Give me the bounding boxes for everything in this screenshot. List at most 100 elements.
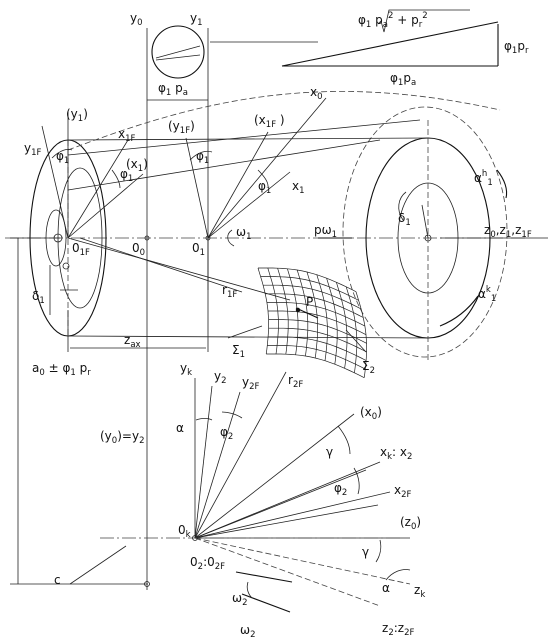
label-x1F: x1F​ bbox=[118, 127, 136, 144]
top-circle-line bbox=[155, 45, 201, 59]
label-y2: y2​ bbox=[214, 369, 227, 386]
surface-grid-line-v bbox=[265, 293, 364, 318]
label-phi1-a: φ1​ bbox=[56, 149, 69, 166]
label-c: c bbox=[54, 573, 61, 587]
label-y1-paren: (y1​) bbox=[66, 107, 88, 124]
vec-x1-right bbox=[207, 171, 291, 239]
left-dot2 bbox=[62, 262, 70, 270]
delta-arc bbox=[398, 191, 407, 221]
right-ellipse-outer bbox=[342, 106, 508, 358]
label-z0-paren: (z0​) bbox=[400, 515, 421, 532]
label-z2-z2F: z2​:z2F​ bbox=[382, 621, 414, 638]
rot-omega1 bbox=[227, 229, 235, 247]
surface-grid-line-u bbox=[336, 282, 348, 369]
surface-grid-line-u bbox=[257, 267, 269, 355]
label-gamma-bot: γ bbox=[362, 545, 369, 559]
arc-gamma-top bbox=[337, 425, 351, 455]
surface-grid-line-v bbox=[260, 276, 359, 301]
vec-x1F-left bbox=[67, 139, 129, 239]
label-p-omega1: pω1​ bbox=[314, 223, 337, 240]
cone-dash-curve bbox=[67, 91, 501, 151]
O1-dot bbox=[205, 235, 211, 241]
label-P: P bbox=[306, 295, 313, 309]
label-y2F: y2F​ bbox=[242, 375, 260, 392]
label-O1: 01​ bbox=[192, 241, 205, 258]
cone-mid-line bbox=[67, 139, 381, 191]
vec-y2 bbox=[194, 385, 213, 539]
sigma2-leader bbox=[345, 329, 367, 353]
arrow-c bbox=[69, 545, 127, 585]
label-alpha1h: αh​1​ bbox=[474, 169, 493, 188]
surface-grid-line-v bbox=[268, 327, 367, 353]
vec-x0-lower bbox=[194, 413, 355, 539]
surface-grid-line-v bbox=[268, 319, 367, 344]
vec-omega2 bbox=[235, 571, 293, 583]
label-r1F: r1F​ bbox=[222, 283, 237, 300]
vec-y1F bbox=[41, 125, 69, 239]
vec-r2F bbox=[194, 371, 287, 539]
label-alpha1k: αk​1​ bbox=[478, 285, 496, 304]
surface-grid-line-u bbox=[345, 286, 358, 373]
label-phi1-d: φ1​ bbox=[258, 179, 271, 196]
vec-x0 bbox=[207, 97, 327, 239]
surface-grid-line-v bbox=[258, 267, 357, 293]
vec-zk bbox=[194, 537, 411, 585]
label-gamma-top: γ bbox=[326, 445, 333, 459]
label-y1-top: y1​ bbox=[190, 11, 203, 28]
label-x0-paren: (x0​) bbox=[360, 405, 382, 422]
label-alpha-bot: α bbox=[382, 581, 390, 595]
label-y0-top: y0​ bbox=[130, 11, 143, 28]
label-r2F: r2F​ bbox=[288, 373, 303, 390]
sigma1-leader bbox=[227, 325, 263, 339]
top-circle-line2 bbox=[155, 54, 201, 61]
label-axis-z: z0​,z1​,z1F​ bbox=[484, 223, 532, 240]
arc-phi1-a bbox=[51, 148, 73, 159]
vec-fan-1 bbox=[194, 469, 367, 539]
label-Sigma1: Σ1​ bbox=[232, 343, 245, 360]
surface-grid-line-v bbox=[263, 284, 362, 310]
delta-line bbox=[421, 204, 429, 239]
label-zk: zk​ bbox=[414, 583, 425, 600]
arc-phi1-b bbox=[111, 169, 121, 189]
arc-omega2 bbox=[246, 581, 253, 599]
cone-bot-line bbox=[67, 335, 429, 339]
label-x1F-paren: (x1F​ ) bbox=[254, 113, 285, 130]
labels-layer: y0​y1​(y1​)y1F​x1F​(y1F​)(x1​)(x1F​ )x0​… bbox=[24, 11, 532, 638]
label-vec-pr: φ1​pr​ bbox=[504, 39, 529, 56]
label-phi2-mid: φ2​ bbox=[334, 481, 347, 498]
label-yk: yk​ bbox=[180, 361, 192, 378]
label-x2F: x2F​ bbox=[394, 483, 412, 500]
cone-top-line bbox=[67, 137, 429, 141]
rot-arrow-right-top bbox=[496, 169, 508, 199]
cone-top-line2 bbox=[67, 119, 421, 156]
label-phi1-pa-top: φ1​ pa​ bbox=[158, 81, 188, 98]
label-omega1: ω1​ bbox=[236, 225, 251, 242]
radius-r1F bbox=[67, 237, 291, 301]
radius-r1F-2 bbox=[79, 237, 243, 293]
arc-alpha-top bbox=[195, 418, 213, 421]
O0-dot bbox=[144, 235, 150, 241]
rot-arrow-right-bot bbox=[439, 295, 479, 327]
label-omega2-a: ω2​ bbox=[232, 591, 247, 608]
O2-dot bbox=[144, 581, 150, 587]
label-Ok: 0k​ bbox=[178, 523, 191, 540]
label-x0: x0​ bbox=[310, 85, 323, 102]
label-O0: 00​ bbox=[132, 241, 145, 258]
label-x1-paren: (x1​) bbox=[126, 157, 148, 174]
vec-y1F-right bbox=[185, 137, 209, 239]
label-vec-pa: φ1​pa​ bbox=[390, 71, 416, 88]
Ok-dot bbox=[192, 535, 198, 541]
vec-hyp bbox=[281, 21, 499, 67]
surface-grid-line-v bbox=[266, 302, 366, 327]
label-xk-x2: xk​: x2​ bbox=[380, 445, 412, 462]
vec-x1-left bbox=[67, 173, 144, 239]
surface-grid-line-v bbox=[266, 353, 365, 379]
surface-grid-line-v bbox=[267, 345, 366, 370]
label-a0: a0​ ± φ1​ pr​ bbox=[32, 361, 91, 378]
label-O1F: 01F​ bbox=[72, 241, 90, 258]
label-x1: x1​ bbox=[292, 179, 305, 196]
label-omega2-b: ω2​ bbox=[240, 623, 255, 638]
label-delta1-a: δ1​ bbox=[398, 211, 411, 228]
label-y0-eq-y2: (y0​)=y2​ bbox=[100, 429, 144, 446]
